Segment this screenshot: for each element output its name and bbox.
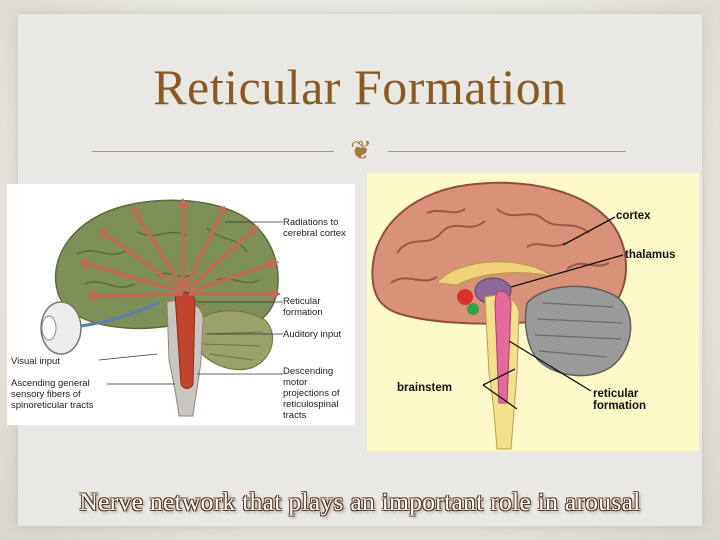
slide-caption: Nerve network that plays an important ro… (79, 487, 641, 516)
label-visual-input: Visual input (11, 356, 60, 367)
title-divider-left (92, 151, 334, 152)
brain-color-illustration (371, 181, 632, 450)
reticular-pathways-diagram: Radiations to cerebral cortex Reticular … (7, 184, 355, 425)
scroll-ornament-icon: ❦ (350, 136, 372, 165)
label-descending-motor: Descending motor projections of reticulo… (283, 366, 340, 421)
label-cortex: cortex (616, 210, 651, 222)
label-reticular-formation-right: reticular formation (593, 388, 647, 412)
label-auditory-input: Auditory input (283, 329, 342, 340)
title-divider-right (388, 151, 626, 152)
label-brainstem: brainstem (397, 382, 452, 394)
label-thalamus: thalamus (625, 249, 676, 261)
brain-structures-diagram: cortex thalamus brainstem reticular form… (367, 173, 699, 451)
label-radiations: Radiations to cerebral cortex (283, 217, 346, 239)
label-ascending-sensory: Ascending general sensory fibers of spin… (11, 378, 94, 411)
brain-sagittal-illustration (40, 198, 283, 417)
label-reticular-formation-left: Reticular formation (283, 296, 323, 318)
slide-title: Reticular Formation (153, 59, 567, 115)
